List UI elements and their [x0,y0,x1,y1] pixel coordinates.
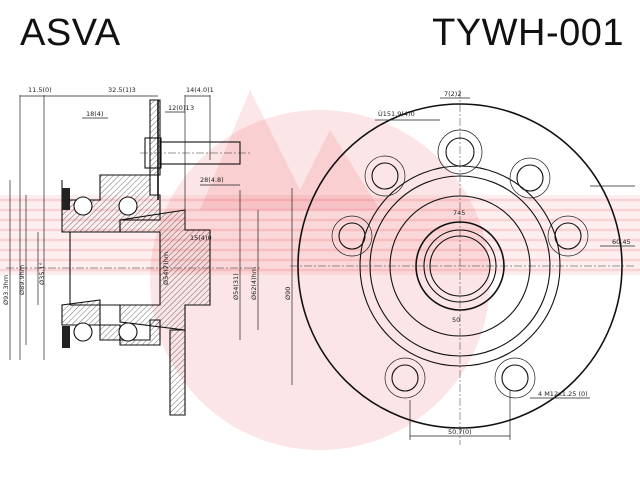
bearing-ball [118,322,138,342]
dim-label: 15(4)0 [190,234,212,242]
dim-label: 4 M12x1.25 (0) [538,390,588,398]
mount-lobe [364,155,406,197]
mount-lobe [437,129,483,175]
dim-label: 60.45 [612,238,631,246]
dim-label: 14(4.0)1 [186,86,214,94]
mount-hole [445,137,475,167]
watermark-mountain [200,90,380,210]
mount-hole [338,222,366,250]
dim-label: 32.5(1)3 [108,86,136,94]
dim-label: 50.7(0) [448,428,472,436]
part-number: TYWH-001 [432,12,624,54]
bearing-ball [118,196,138,216]
mount-lobe [331,215,373,257]
dim-label: Ø62(4)hm [250,267,258,300]
dim-label: 7(2)2 [444,90,461,98]
hub-ring [423,229,497,303]
dim-label: 12(0)1 [168,104,190,112]
dim-label: Ø90 [284,287,292,300]
flange-ring [389,195,531,337]
mount-lobe [494,357,536,399]
mount-lobe [509,157,551,199]
dim-label: 11.5(0) [28,86,52,94]
dim-label: 50 [452,316,460,324]
outer-flange [297,103,623,429]
dim-label: Ù151.9(4)0 [378,109,415,118]
hub-flange-lower [169,329,186,416]
dim-label: Ø35.1° [38,262,46,285]
mount-hole [501,364,529,392]
mount-hole [371,162,399,190]
dim-label: Ø54(31) [232,273,240,300]
mounting-holes [331,129,589,399]
dim-label: Ø54(7)hm [162,252,170,285]
bearing-ball [73,196,93,216]
mount-hole [516,164,544,192]
mount-hole [391,364,419,392]
center-bore [429,235,491,297]
bearing-ball [73,322,93,342]
flange-ring [369,175,551,357]
dim-label: 745 [453,209,465,217]
mount-hole [554,222,582,250]
dim-label: Ø89.9hm [18,265,26,295]
seal [62,326,70,348]
hub-ring [415,221,505,311]
dim-label: 28(4.8) [200,176,224,184]
front-view: Ù151.9(4)0 7(2)2 Ø90 745 60.45 50 4 M12x… [284,90,635,445]
dim-label: 3 [190,104,194,112]
mount-lobe [384,357,426,399]
brand-title: ASVA [20,12,121,54]
dim-label: 18(4) [86,110,103,118]
side-view: 11.5(0) 32.5(1)3 14(4.0)1 12(0)1 3 18(4)… [2,86,260,416]
mount-lobe [547,215,589,257]
dim-label: Ø93.3hm [2,275,10,305]
seal [62,188,70,210]
